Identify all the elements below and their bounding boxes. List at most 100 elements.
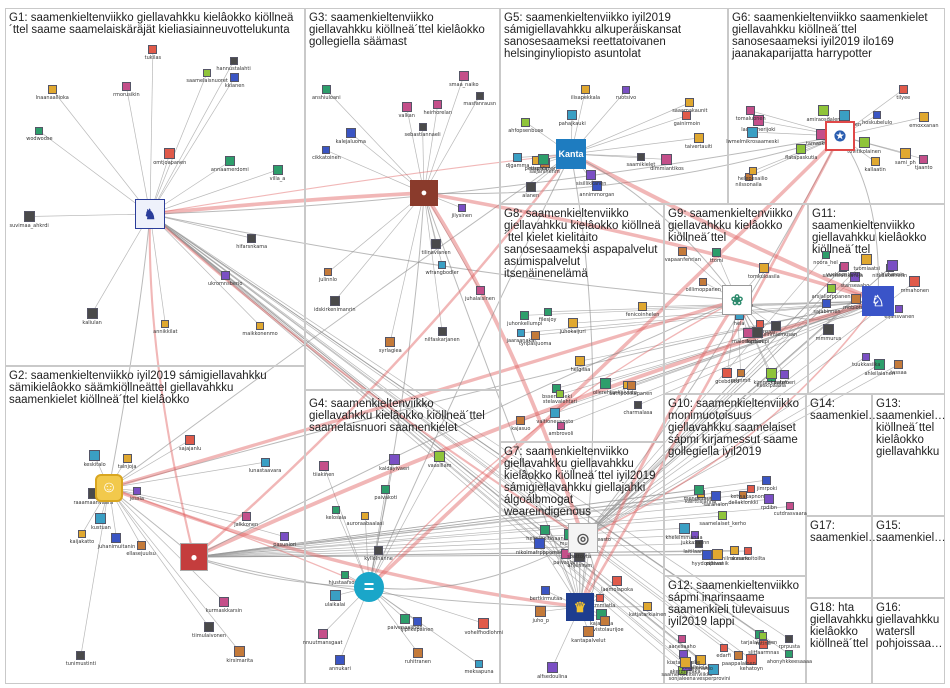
node-avatar[interactable] xyxy=(785,635,794,644)
node-avatar[interactable] xyxy=(746,106,756,116)
node-avatar[interactable] xyxy=(873,111,882,120)
node-avatar[interactable] xyxy=(582,626,594,638)
node-avatar[interactable] xyxy=(458,70,469,81)
node-avatar[interactable] xyxy=(796,144,807,155)
node-avatar[interactable] xyxy=(739,490,748,499)
node-avatar[interactable] xyxy=(682,111,692,121)
node-avatar[interactable] xyxy=(318,460,329,471)
node-avatar[interactable] xyxy=(533,537,545,549)
node-avatar[interactable] xyxy=(321,85,331,95)
node-avatar[interactable] xyxy=(332,505,341,514)
node-avatar[interactable] xyxy=(549,408,560,419)
node-avatar[interactable] xyxy=(148,44,158,54)
node-avatar[interactable] xyxy=(612,576,623,587)
node-avatar[interactable] xyxy=(537,154,549,166)
node-avatar[interactable] xyxy=(785,650,794,659)
node-avatar[interactable] xyxy=(132,486,141,495)
node-avatar[interactable] xyxy=(694,484,705,495)
node-avatar[interactable] xyxy=(919,154,929,164)
node-avatar[interactable] xyxy=(748,167,757,176)
node-avatar[interactable] xyxy=(693,133,704,144)
node-avatar[interactable] xyxy=(530,330,540,340)
node-avatar[interactable] xyxy=(626,381,636,391)
node-avatar[interactable] xyxy=(122,453,132,463)
node-avatar[interactable] xyxy=(678,522,690,534)
node-avatar[interactable] xyxy=(412,617,422,627)
node-avatar[interactable] xyxy=(438,260,447,269)
node-avatar[interactable] xyxy=(622,86,631,95)
node-avatar[interactable] xyxy=(220,271,230,281)
node-avatar[interactable] xyxy=(821,251,830,260)
node-avatar[interactable] xyxy=(849,272,860,283)
node-avatar[interactable] xyxy=(224,156,235,167)
node-avatar[interactable] xyxy=(695,654,706,665)
node-avatar[interactable] xyxy=(718,511,728,521)
node-avatar[interactable] xyxy=(870,157,880,167)
node-avatar[interactable] xyxy=(516,416,526,426)
node-avatar[interactable] xyxy=(457,203,466,212)
node-avatar[interactable] xyxy=(694,539,703,548)
node-avatar[interactable] xyxy=(229,57,238,66)
hub-photo-g2[interactable]: ● xyxy=(180,543,208,571)
node-avatar[interactable] xyxy=(560,548,571,559)
node-avatar[interactable] xyxy=(517,328,526,337)
node-avatar[interactable] xyxy=(599,377,611,389)
node-avatar[interactable] xyxy=(747,126,758,138)
node-avatar[interactable] xyxy=(765,368,777,380)
node-avatar[interactable] xyxy=(638,302,648,312)
node-avatar[interactable] xyxy=(719,643,728,652)
node-avatar[interactable] xyxy=(722,367,733,378)
node-avatar[interactable] xyxy=(345,128,356,139)
node-avatar[interactable] xyxy=(334,655,345,666)
node-avatar[interactable] xyxy=(412,647,423,658)
node-avatar[interactable] xyxy=(385,336,396,347)
node-avatar[interactable] xyxy=(711,549,723,561)
node-avatar[interactable] xyxy=(111,533,122,544)
node-avatar[interactable] xyxy=(241,512,251,522)
node-avatar[interactable] xyxy=(322,146,331,155)
node-avatar[interactable] xyxy=(475,660,484,669)
node-avatar[interactable] xyxy=(567,318,578,329)
node-avatar[interactable] xyxy=(323,268,332,277)
node-avatar[interactable] xyxy=(399,613,410,624)
node-avatar[interactable] xyxy=(185,434,196,445)
node-avatar[interactable] xyxy=(374,546,384,556)
hub-icon-g11[interactable]: ♘ xyxy=(862,286,894,316)
node-avatar[interactable] xyxy=(636,152,645,161)
node-avatar[interactable] xyxy=(546,661,558,673)
node-avatar[interactable] xyxy=(918,112,929,123)
node-avatar[interactable] xyxy=(734,651,744,661)
node-avatar[interactable] xyxy=(898,84,908,94)
node-avatar[interactable] xyxy=(838,110,850,122)
node-avatar[interactable] xyxy=(478,617,490,629)
node-avatar[interactable] xyxy=(661,153,673,165)
node-avatar[interactable] xyxy=(95,512,107,524)
node-avatar[interactable] xyxy=(556,390,565,399)
node-avatar[interactable] xyxy=(89,450,101,462)
node-avatar[interactable] xyxy=(699,277,708,286)
hub-icon-g12[interactable]: ♛ xyxy=(566,593,594,621)
node-avatar[interactable] xyxy=(329,295,340,306)
node-avatar[interactable] xyxy=(433,100,443,110)
node-avatar[interactable] xyxy=(161,320,170,329)
kanta-hub-icon[interactable]: Kanta xyxy=(556,139,586,169)
node-avatar[interactable] xyxy=(47,85,57,95)
node-avatar[interactable] xyxy=(556,421,565,430)
node-avatar[interactable] xyxy=(895,305,904,314)
node-avatar[interactable] xyxy=(218,596,229,607)
hub-photo-g3[interactable]: ● xyxy=(410,180,438,206)
node-avatar[interactable] xyxy=(381,484,391,494)
node-avatar[interactable] xyxy=(691,530,700,539)
node-avatar[interactable] xyxy=(894,360,904,370)
node-avatar[interactable] xyxy=(736,369,745,378)
node-avatar[interactable] xyxy=(702,549,713,560)
node-avatar[interactable] xyxy=(76,651,86,661)
node-avatar[interactable] xyxy=(388,453,400,465)
node-avatar[interactable] xyxy=(899,147,911,159)
node-avatar[interactable] xyxy=(204,622,215,633)
node-avatar[interactable] xyxy=(685,98,695,108)
node-avatar[interactable] xyxy=(643,602,653,612)
node-avatar[interactable] xyxy=(475,91,484,100)
node-avatar[interactable] xyxy=(752,115,764,127)
node-avatar[interactable] xyxy=(341,570,350,579)
